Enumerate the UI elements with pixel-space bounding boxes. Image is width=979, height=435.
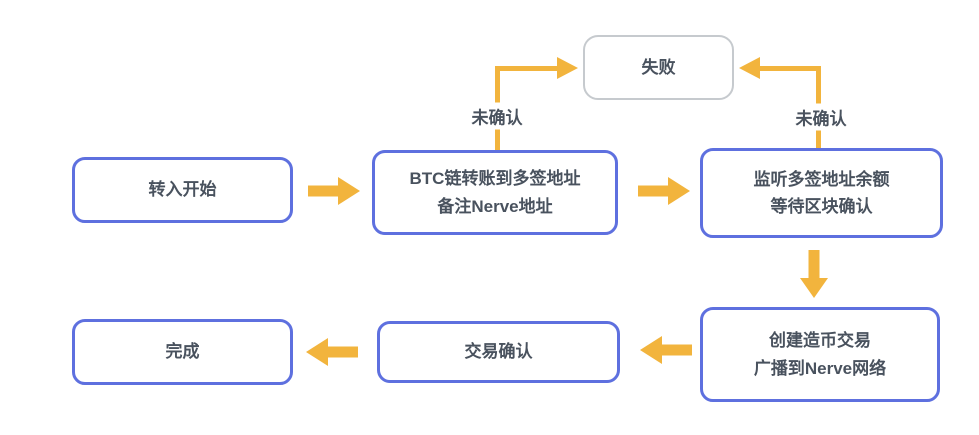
edge-label-unconfirmed: 未确认 xyxy=(468,102,526,130)
node-tx-confirm: 交易确认 xyxy=(377,321,620,383)
node-btc-transfer: BTC链转账到多签地址 备注Nerve地址 xyxy=(372,150,618,235)
arrowhead-right-icon xyxy=(557,57,578,79)
connector-line xyxy=(760,66,821,71)
node-listen-multisig: 监听多签地址余额 等待区块确认 xyxy=(700,148,943,238)
connector-line xyxy=(495,66,557,71)
node-fail: 失败 xyxy=(583,35,734,100)
node-transfer-start: 转入开始 xyxy=(72,157,293,223)
node-create-mint-tx: 创建造币交易 广播到Nerve网络 xyxy=(700,307,940,402)
arrowhead-left-icon xyxy=(739,57,760,79)
edge-label-unconfirmed: 未确认 xyxy=(792,103,850,131)
arrow-right-icon xyxy=(308,177,360,205)
node-done: 完成 xyxy=(72,319,293,385)
arrow-left-icon xyxy=(640,336,692,364)
arrow-left-icon xyxy=(306,338,358,366)
arrow-right-icon xyxy=(638,177,690,205)
arrow-down-icon xyxy=(800,250,828,298)
